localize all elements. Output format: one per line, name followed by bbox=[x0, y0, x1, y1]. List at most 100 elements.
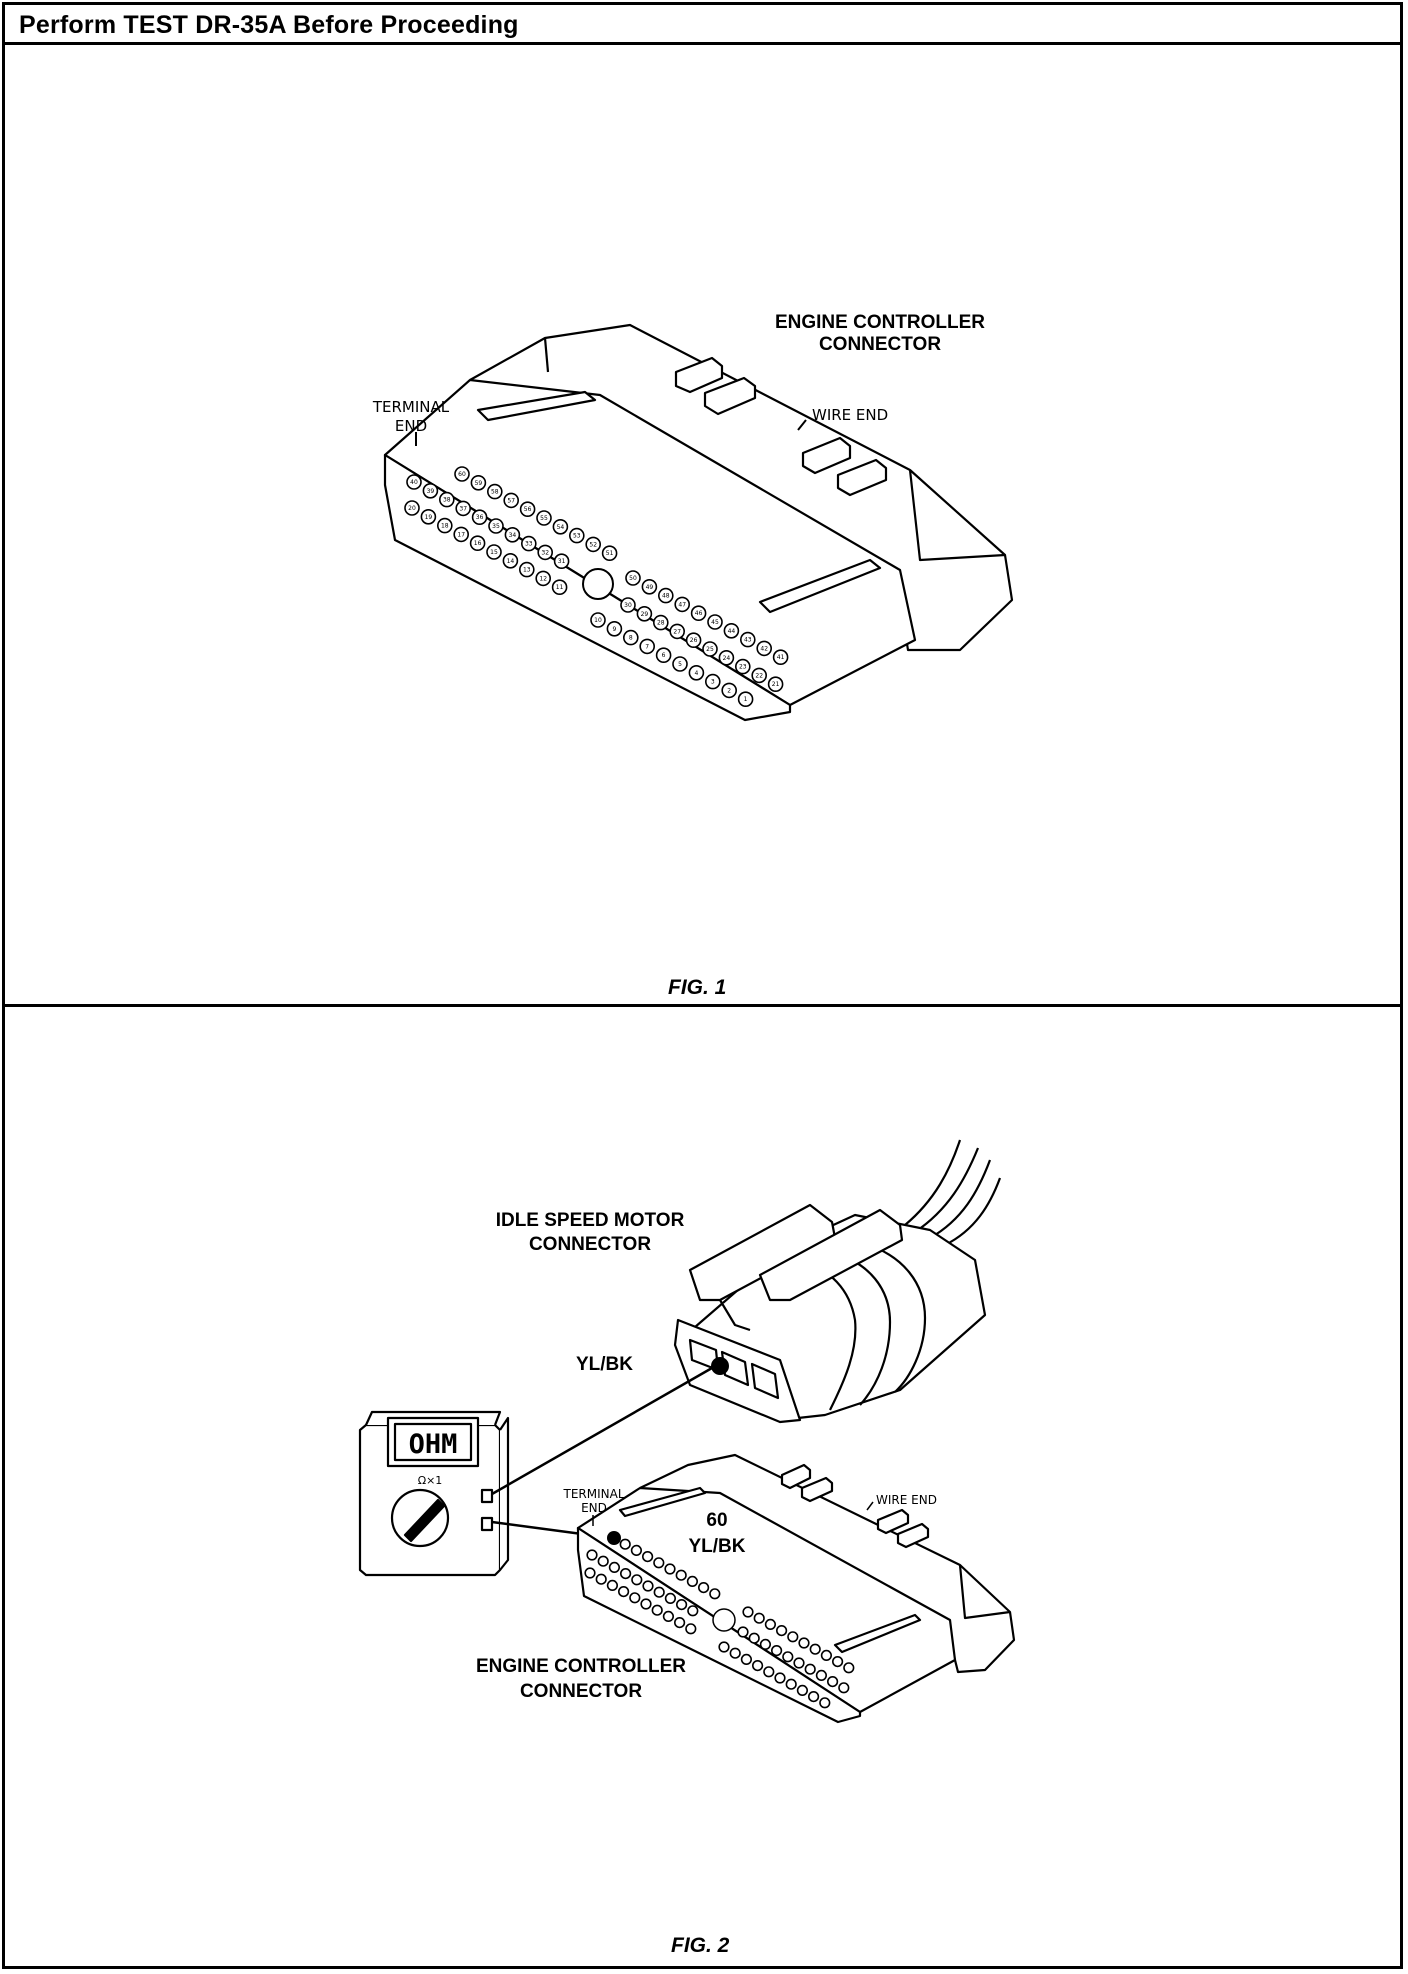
fig2-caption: FIG. 2 bbox=[671, 1934, 730, 1957]
fig2-pin-wire-label: YL/BK bbox=[689, 1536, 746, 1557]
fig1-pin-48 bbox=[657, 587, 674, 604]
fig1-pin-29 bbox=[636, 605, 653, 622]
fig1-pin-label-14: 14 bbox=[507, 558, 515, 565]
fig2-pin-17 bbox=[617, 1585, 630, 1598]
fig1-pin-label-10: 10 bbox=[594, 617, 602, 624]
fig1-wire-end-label: WIRE END bbox=[812, 406, 888, 424]
fig1-pin-label-9: 9 bbox=[612, 626, 616, 633]
fig1-pin-label-56: 56 bbox=[524, 506, 532, 513]
fig1-pin-label-38: 38 bbox=[443, 497, 451, 504]
fig1-connector-drawing: 6059585756555453525140393837363534333231… bbox=[372, 312, 1014, 722]
fig2-pin-9 bbox=[729, 1647, 741, 1659]
fig2-pin-44 bbox=[809, 1643, 821, 1655]
fig1-pin-44 bbox=[723, 622, 740, 639]
fig2-ecc-label-1: ENGINE CONTROLLER bbox=[476, 1656, 686, 1677]
fig1-pin-label-37: 37 bbox=[459, 505, 467, 512]
fig1-pin-36 bbox=[471, 509, 488, 526]
fig1-pin-label-4: 4 bbox=[694, 670, 698, 677]
fig1-pin-label-21: 21 bbox=[772, 681, 780, 688]
fig1-pin-label-50: 50 bbox=[629, 575, 637, 582]
fig2-pin-31 bbox=[687, 1605, 699, 1617]
fig1-pin-label-25: 25 bbox=[706, 646, 714, 653]
fig1-pin-42 bbox=[756, 640, 773, 657]
fig1-pin-30 bbox=[620, 597, 636, 613]
fig1-pin-label-55: 55 bbox=[540, 515, 548, 522]
fig1-pin-50 bbox=[625, 570, 641, 586]
fig1-pin-label-52: 52 bbox=[589, 541, 597, 548]
fig2-pin-19 bbox=[595, 1573, 607, 1585]
fig1-pin-label-35: 35 bbox=[492, 523, 500, 530]
fig2-wire-end-label: WIRE END bbox=[876, 1493, 937, 1507]
fig1-pin-label-31: 31 bbox=[558, 558, 566, 565]
fig1-pin-54 bbox=[552, 518, 569, 535]
fig1-pin-38 bbox=[438, 491, 455, 508]
fig1-pin-31 bbox=[553, 553, 570, 570]
fig2-wire-pointer bbox=[866, 1501, 874, 1511]
fig1-pin-47 bbox=[674, 596, 691, 613]
fig2-pin-35 bbox=[642, 1580, 654, 1592]
fig1-pin-18 bbox=[436, 517, 453, 534]
fig2-lead-to-isc bbox=[491, 1366, 713, 1496]
fig1-pin-label-15: 15 bbox=[490, 549, 498, 556]
fig1-pin-label-42: 42 bbox=[760, 645, 768, 652]
fig1-pin-52 bbox=[585, 536, 602, 553]
fig1-pin-55 bbox=[536, 510, 552, 526]
fig1-pin-label-39: 39 bbox=[427, 488, 435, 495]
fig1-pin-label-12: 12 bbox=[539, 575, 547, 582]
fig1-pin-label-49: 49 bbox=[646, 584, 654, 591]
fig1-pin-label-17: 17 bbox=[457, 531, 465, 538]
fig2-pin-29 bbox=[748, 1632, 760, 1644]
fig2-pin-8 bbox=[740, 1653, 753, 1665]
fig2-pin-54 bbox=[675, 1569, 687, 1581]
fig1-pin-51 bbox=[601, 545, 618, 562]
fig1-caption: FIG. 1 bbox=[668, 976, 727, 999]
fig1-pin-22 bbox=[751, 667, 768, 684]
fig2-pin-21 bbox=[838, 1682, 850, 1694]
fig2-pin-27 bbox=[770, 1644, 783, 1657]
fig2-pin-1 bbox=[819, 1697, 831, 1709]
fig1-terminal-label-2: END bbox=[395, 417, 427, 435]
header-bar: Perform TEST DR-35A Before Proceeding bbox=[5, 5, 1400, 45]
fig1-pin-45 bbox=[707, 614, 723, 630]
fig1-pin-1 bbox=[737, 691, 754, 708]
fig1-pin-4 bbox=[688, 664, 705, 681]
fig1-pin-20 bbox=[404, 500, 420, 516]
fig1-pin-14 bbox=[502, 552, 519, 569]
fig1-pin-label-40: 40 bbox=[410, 479, 418, 486]
fig1-pin-label-3: 3 bbox=[711, 679, 715, 686]
fig2-pin-48 bbox=[764, 1618, 777, 1630]
fig1-pin-28 bbox=[652, 614, 669, 631]
fig2-pin-50 bbox=[742, 1606, 754, 1618]
fig2-terminal-label-1: TERMINAL bbox=[562, 1487, 624, 1501]
fig1-pin-13 bbox=[518, 561, 535, 578]
fig1-pin-56 bbox=[519, 501, 536, 518]
fig2-pin-23 bbox=[815, 1669, 828, 1681]
fig1-pin-array: 6059585756555453525140393837363534333231… bbox=[404, 466, 789, 708]
fig1-pin-label-27: 27 bbox=[673, 628, 681, 635]
fig1-pin-11 bbox=[551, 579, 568, 596]
fig2-pin-41 bbox=[843, 1662, 855, 1674]
fig2-terminal-label-2: END bbox=[581, 1501, 607, 1515]
fig1-pin-25 bbox=[702, 641, 718, 657]
fig1-pin-label-58: 58 bbox=[491, 489, 499, 496]
fig2-pin-38 bbox=[608, 1561, 621, 1573]
fig2-isc-probe-point bbox=[711, 1357, 729, 1375]
fig2-pin-32 bbox=[675, 1598, 688, 1611]
fig2-pin-18 bbox=[606, 1579, 619, 1591]
fig1-pin-label-57: 57 bbox=[507, 497, 515, 504]
fig1-pin-label-30: 30 bbox=[624, 602, 632, 609]
fig2-pin60-probe-point bbox=[607, 1531, 621, 1545]
fig2-pin-40 bbox=[586, 1549, 598, 1561]
fig2-pin-16 bbox=[629, 1592, 641, 1604]
fig1-pin-label-60: 60 bbox=[458, 471, 466, 478]
fig2-meter-range: Ω×1 bbox=[418, 1474, 443, 1487]
fig1-pin-label-44: 44 bbox=[728, 628, 736, 635]
fig2-pin-25 bbox=[793, 1657, 805, 1669]
fig1-pin-58 bbox=[486, 483, 503, 500]
fig1-pin-label-1: 1 bbox=[744, 696, 748, 703]
fig2-pin-39 bbox=[597, 1555, 609, 1567]
fig2-isc-wire-label: YL/BK bbox=[576, 1354, 633, 1375]
fig1-pin-40 bbox=[406, 474, 422, 490]
fig1-pin-32 bbox=[537, 544, 554, 561]
